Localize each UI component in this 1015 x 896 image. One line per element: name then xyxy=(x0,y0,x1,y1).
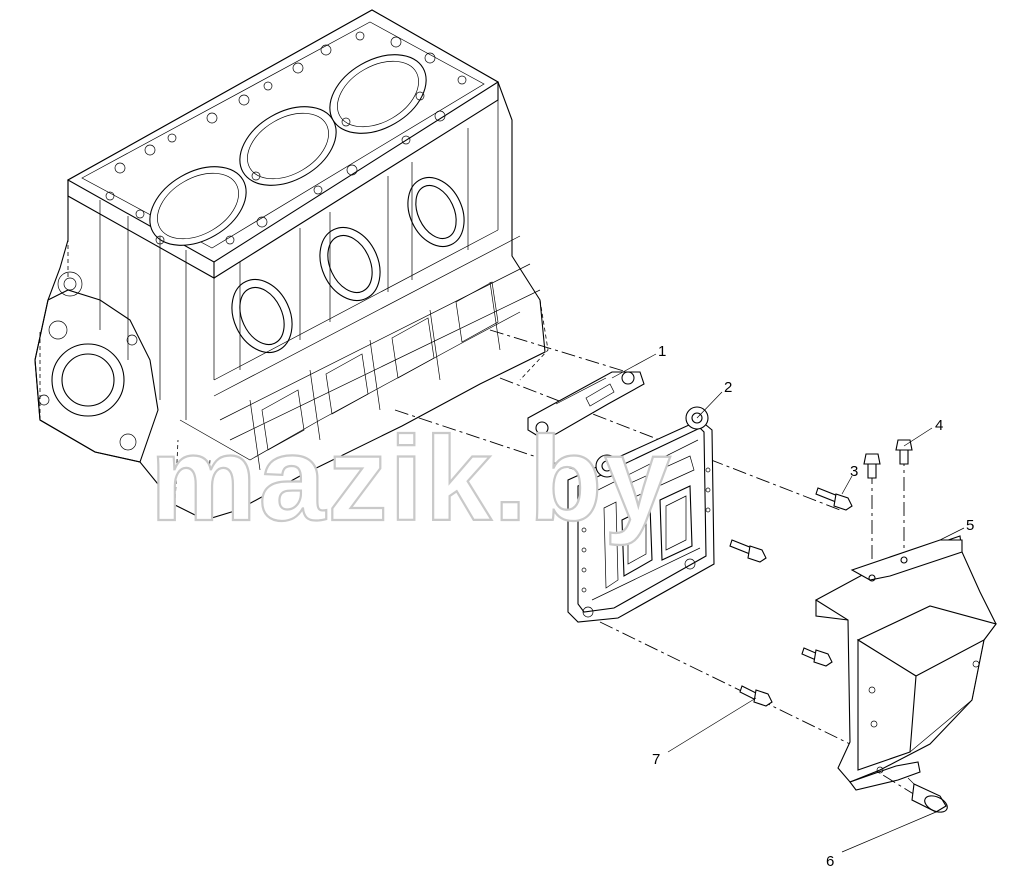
callout-2: 2 xyxy=(724,379,732,396)
callout-5: 5 xyxy=(966,517,974,534)
leader-lines xyxy=(611,353,965,853)
bolt-ecu-center xyxy=(729,539,767,563)
watermark: mazik.by xyxy=(150,412,673,546)
callout-3: 3 xyxy=(850,463,858,480)
bolt-part-4 xyxy=(895,439,913,465)
control-unit-part-2 xyxy=(567,406,715,623)
bolt-upper-left xyxy=(863,453,881,479)
callout-1: 1 xyxy=(658,343,666,360)
callout-4: 4 xyxy=(935,417,943,434)
callout-labels: 1 2 3 4 5 6 7 xyxy=(652,343,974,870)
bolt-cover-side xyxy=(801,647,833,667)
bolt-part-3 xyxy=(815,487,853,511)
flange-bolt-part-6 xyxy=(907,777,948,813)
callout-7: 7 xyxy=(652,751,660,768)
cover-bracket-part-5 xyxy=(814,535,997,791)
bracket-part-1 xyxy=(527,371,645,437)
bolt-part-7 xyxy=(739,685,773,707)
callout-6: 6 xyxy=(826,853,834,870)
engine-block xyxy=(34,9,549,521)
